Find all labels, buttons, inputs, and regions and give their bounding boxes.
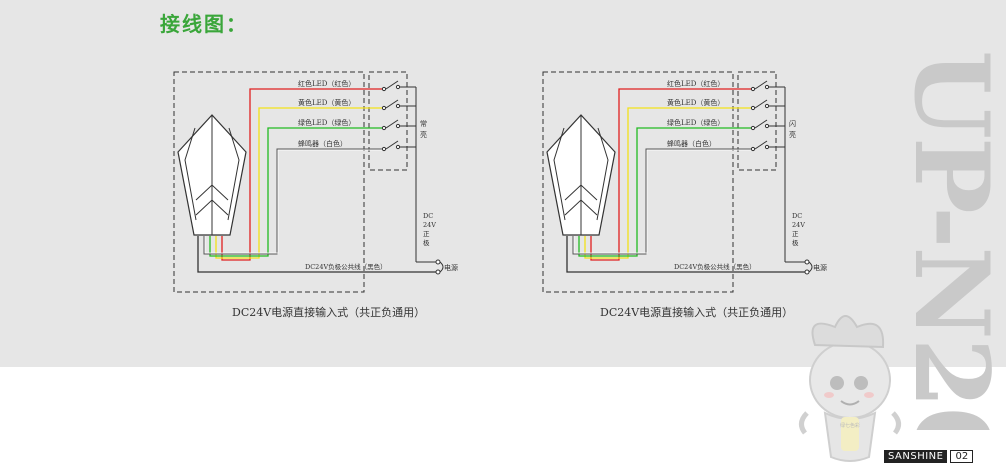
switch-blade (754, 140, 768, 150)
wiring-diagram-left: 红色LED（红色） 黄色LED（黄色） 绿色LED（绿色） 蜂鸣器（白色） 电源 DC24… (173, 71, 458, 293)
diagram-caption-left: DC24V电源直接输入式（共正负通用） (232, 306, 426, 319)
power-label: 电源 (444, 263, 458, 272)
mode-label: 亮 (789, 130, 796, 139)
power-label: 电源 (813, 263, 827, 272)
model-watermark: UP-N20 (896, 50, 1006, 430)
wire-label: 蜂鸣器（白色） (298, 139, 347, 148)
switch-blade (385, 119, 399, 129)
tower-lamp-line (195, 184, 229, 201)
mode-label: 亮 (420, 130, 427, 139)
page-number: 02 (950, 450, 974, 463)
signal-wire (203, 148, 382, 255)
dc-positive-label: DC (423, 212, 433, 220)
dc-positive-label: 正 (792, 230, 799, 238)
svg-text:UP-N20: UP-N20 (896, 50, 1006, 430)
switch-dashed-box (737, 71, 777, 171)
tower-lamp-line (184, 127, 197, 221)
signal-wire (573, 149, 751, 254)
signal-wire (209, 127, 382, 257)
switch-contact (381, 146, 387, 152)
dc-positive-label: 正 (423, 230, 430, 238)
dc-positive-label: 极 (792, 238, 799, 247)
signal-wire (578, 127, 751, 257)
outer-dashed-box (173, 71, 365, 293)
power-terminal (435, 269, 441, 275)
switch-blade (385, 140, 399, 150)
switch-contact (750, 146, 756, 152)
signal-wire (590, 88, 751, 261)
tower-lamp-line (564, 199, 598, 216)
negative-common-wire (197, 236, 436, 273)
signal-wire (204, 149, 382, 254)
content-panel (0, 0, 1006, 367)
switch-blade (754, 99, 768, 109)
common-wire-label: DC24V负极公共线（黑色） (674, 262, 756, 271)
power-bracket (439, 261, 444, 273)
switch-contact (381, 86, 387, 92)
switch-blade (754, 119, 768, 129)
common-wire-label: DC24V负极公共线（黑色） (305, 262, 387, 271)
tower-lamp-line (227, 127, 240, 221)
switch-contact (750, 125, 756, 131)
switch-contact (750, 105, 756, 111)
tower-lamp-line (564, 184, 598, 201)
tower-lamp-line (596, 127, 609, 221)
signal-wire (572, 148, 751, 255)
dc-positive-label: 24V (792, 221, 805, 229)
section-title: 接线图： (160, 12, 248, 36)
switch-contact (381, 105, 387, 111)
wire-label: 绿色LED（绿色） (298, 118, 355, 127)
outer-dashed-box (542, 71, 734, 293)
negative-common-wire (566, 236, 805, 273)
signal-wire (221, 88, 382, 261)
wire-label: 红色LED（红色） (298, 79, 355, 88)
mascot-illustration: 绿七色彩 (799, 315, 901, 462)
wire-label: 黄色LED（黄色） (298, 98, 355, 107)
switch-blade (385, 99, 399, 109)
dc-positive-label: 极 (423, 238, 430, 247)
wire-label: 红色LED（红色） (667, 79, 724, 88)
switch-contact (381, 125, 387, 131)
tower-lamp-line (195, 199, 229, 216)
svg-text:绿七色彩: 绿七色彩 (840, 422, 860, 429)
mode-label: 常 (420, 119, 427, 128)
wire-label: 蜂鸣器（白色） (667, 139, 716, 148)
dc-positive-label: 24V (423, 221, 436, 229)
diagram-caption-right: DC24V电源直接输入式（共正负通用） (600, 306, 794, 319)
brand-footer: SANSHINE 02 (884, 450, 974, 463)
wire-label: 绿色LED（绿色） (667, 118, 724, 127)
power-terminal (804, 259, 810, 265)
dc-positive-label: DC (792, 212, 802, 220)
mode-label: 闪 (789, 119, 796, 128)
power-bracket (808, 261, 813, 273)
switch-dashed-box (368, 71, 408, 171)
switch-blade (754, 80, 768, 90)
brand-name: SANSHINE (884, 450, 948, 463)
power-terminal (435, 259, 441, 265)
signal-wire (215, 107, 382, 259)
wiring-diagram-right: 红色LED（红色） 黄色LED（黄色） 绿色LED（绿色） 蜂鸣器（白色） 电源 DC24… (542, 71, 827, 293)
switch-blade (385, 80, 399, 90)
switch-contact (750, 86, 756, 92)
power-terminal (804, 269, 810, 275)
signal-wire (584, 107, 751, 259)
wire-label: 黄色LED（黄色） (667, 98, 724, 107)
tower-lamp-line (553, 127, 566, 221)
